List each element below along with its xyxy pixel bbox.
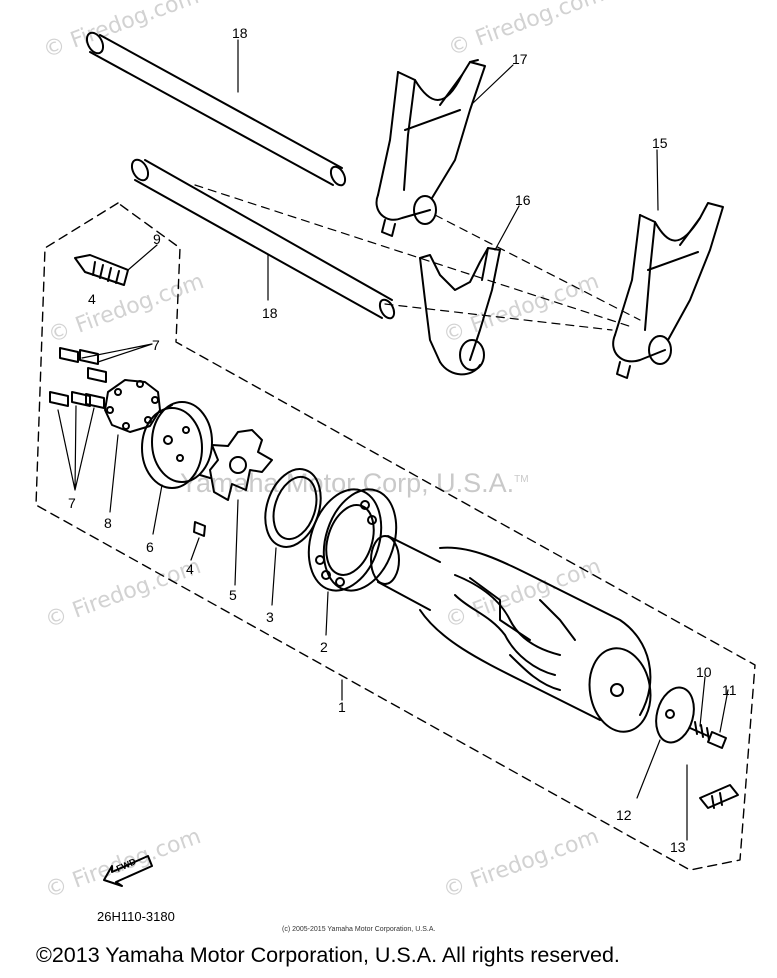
plug-11 — [707, 731, 727, 749]
shift-drum-1 — [370, 535, 652, 733]
callout-18-lower: 18 — [262, 305, 278, 321]
trademark-mark: TM — [514, 474, 529, 485]
callout-4: 4 — [186, 561, 194, 577]
bearing-2 — [307, 488, 398, 592]
shift-guide-bar-upper — [85, 31, 347, 187]
screw-9 — [74, 254, 129, 286]
callout-16: 16 — [515, 192, 531, 208]
callout-13: 13 — [670, 839, 686, 855]
shift-guide-bar-lower — [130, 158, 396, 320]
star-plate-5 — [209, 429, 273, 501]
screw-13 — [699, 784, 739, 809]
callout-4-upper: 4 — [88, 291, 96, 307]
callout-2: 2 — [320, 639, 328, 655]
pins-7-upper — [59, 347, 107, 383]
callout-5: 5 — [229, 587, 237, 603]
callout-8: 8 — [104, 515, 112, 531]
callout-12: 12 — [616, 807, 632, 823]
pins-7-lower — [49, 391, 105, 409]
callout-9: 9 — [153, 231, 161, 247]
callout-18-upper: 18 — [232, 25, 248, 41]
stopper-plate-8 — [104, 379, 161, 433]
shift-drum-segment-6 — [141, 401, 213, 489]
callout-3: 3 — [266, 609, 274, 625]
fwd-label: FWD — [115, 856, 138, 874]
fwd-arrow-icon — [103, 855, 153, 887]
spring-10 — [689, 721, 710, 741]
dashed-enclosure — [35, 202, 756, 871]
ring-3 — [264, 468, 322, 548]
shift-fork-17 — [375, 59, 486, 237]
callout-15: 15 — [652, 135, 668, 151]
part-code: 26H110-3180 — [97, 909, 175, 924]
plate-12 — [655, 686, 695, 744]
callout-17: 17 — [512, 51, 528, 67]
callout-7-upper: 7 — [152, 337, 160, 353]
callout-numbers: 18 17 15 16 9 18 4 7 7 8 6 4 5 3 2 1 10 … — [68, 25, 737, 874]
callout-10: 10 — [696, 664, 712, 680]
callout-1: 1 — [338, 699, 346, 715]
shift-fork-15 — [612, 202, 724, 379]
callout-11: 11 — [722, 682, 737, 698]
shift-fork-16 — [419, 247, 501, 376]
callout-7-lower: 7 — [68, 495, 76, 511]
footer-copyright: ©2013 Yamaha Motor Corporation, U.S.A. A… — [36, 943, 620, 967]
pin-4 — [193, 521, 206, 537]
callout-6: 6 — [146, 539, 154, 555]
small-copyright: (c) 2005-2015 Yamaha Motor Corporation, … — [282, 926, 436, 933]
